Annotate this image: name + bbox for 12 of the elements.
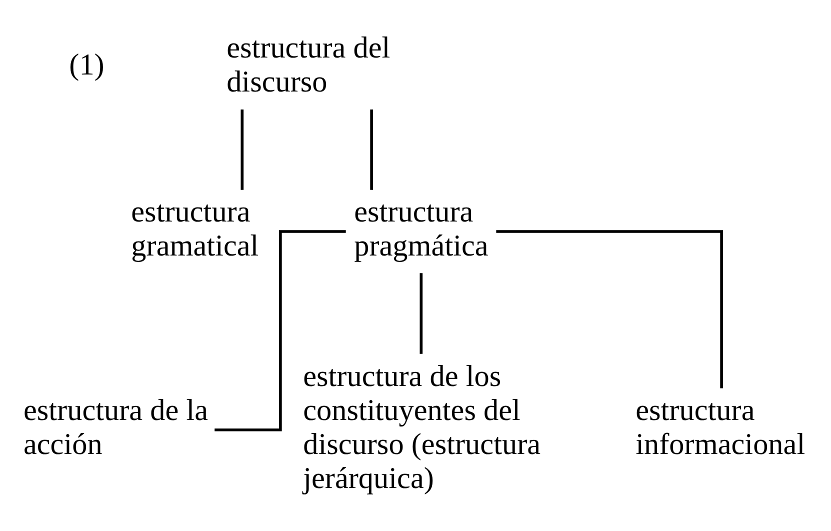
connector xyxy=(214,230,346,432)
node-text: estructura del discurso xyxy=(226,30,390,98)
connector xyxy=(240,109,244,190)
node-text: estructura gramatical xyxy=(131,194,259,263)
connector xyxy=(420,273,423,354)
node-text: estructura de la acción xyxy=(23,393,208,462)
node-text: estructura pragmática xyxy=(354,194,488,263)
node-text: estructura informacional xyxy=(636,393,806,462)
connector xyxy=(370,109,373,190)
label: (1) xyxy=(69,47,104,82)
node-text: estructura de los constituyentes del discurso (estructura jerárquica) xyxy=(303,359,541,496)
connector xyxy=(496,230,723,388)
